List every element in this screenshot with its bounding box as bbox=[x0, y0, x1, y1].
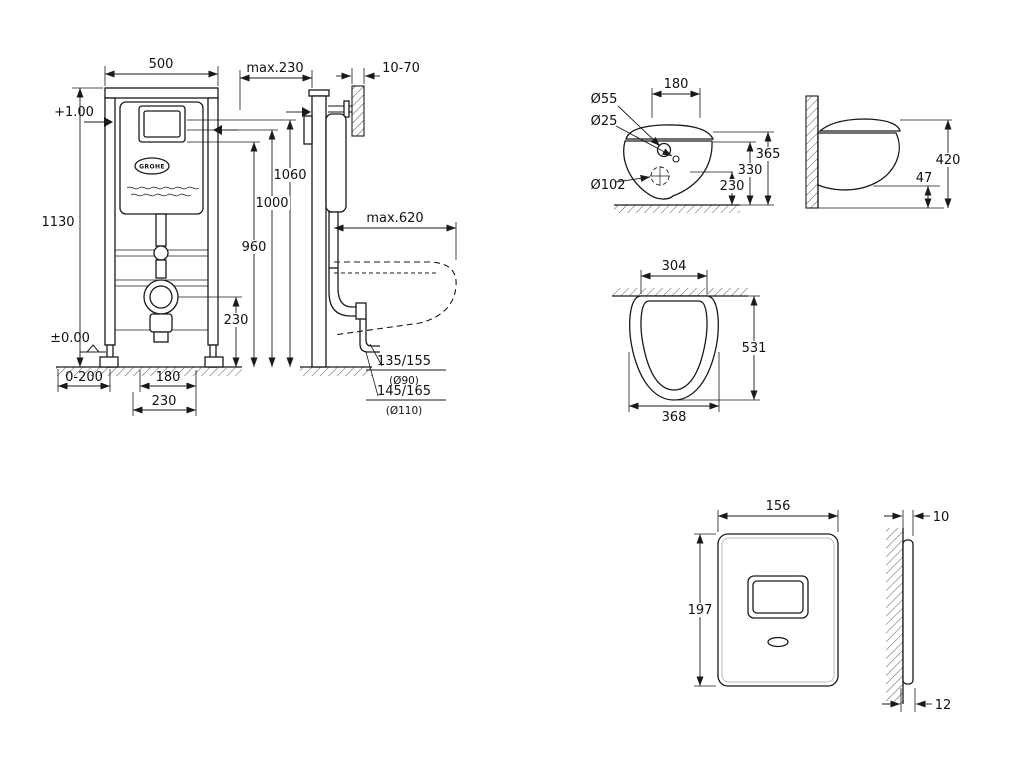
grohe-logo: GROHE bbox=[134, 157, 170, 175]
level-zero-label: ±0.00 bbox=[50, 331, 90, 346]
dim-offset-230-label: 230 bbox=[152, 394, 177, 409]
dia-55-label: Ø55 bbox=[591, 92, 618, 107]
level-flag-icon bbox=[80, 344, 106, 353]
outlet1-dia-label: (Ø90) bbox=[389, 375, 419, 387]
flush-plate-side-view: 10 12 bbox=[882, 510, 951, 713]
outlet2-label: 145/165 bbox=[377, 384, 431, 399]
dim-156-label: 156 bbox=[766, 499, 791, 514]
dim-197-label: 197 bbox=[688, 603, 713, 618]
level-flag-icon bbox=[84, 117, 113, 127]
dim-230-bowl-label: 230 bbox=[720, 179, 745, 194]
dim-47-label: 47 bbox=[916, 171, 933, 186]
dim-frame-width-label: 500 bbox=[149, 57, 174, 72]
level-flag-icon bbox=[286, 107, 311, 117]
dim-531-label: 531 bbox=[742, 341, 767, 356]
dim-365-label: 365 bbox=[756, 147, 781, 162]
dim-10-label: 10 bbox=[933, 510, 950, 525]
bowl-top-view: 304 531 368 bbox=[612, 259, 771, 425]
dia-25-label: Ø25 bbox=[591, 114, 618, 129]
dim-foot-adjust-label: 0-200 bbox=[65, 370, 103, 385]
outlet1-label: 135/155 bbox=[377, 354, 431, 369]
dim-frame-height-label: 1130 bbox=[41, 215, 74, 230]
dim-180-top-label: 180 bbox=[664, 77, 689, 92]
bowl-back-view: 420 47 bbox=[805, 95, 965, 209]
outlet2-dia-label: (Ø110) bbox=[386, 405, 423, 417]
dim-reach-label: max.620 bbox=[366, 211, 423, 226]
dim-wall-gap-label: 10-70 bbox=[382, 61, 420, 76]
dia-102-label: Ø102 bbox=[590, 178, 625, 193]
dim-12-label: 12 bbox=[935, 698, 952, 713]
height-dimensions: 1060 1000 960 bbox=[187, 119, 308, 367]
dim-420-label: 420 bbox=[936, 153, 961, 168]
dim-offset-180-label: 180 bbox=[156, 370, 181, 385]
frame-front-view: GROHE 500 1130 +1.00 ± bbox=[41, 57, 250, 416]
dim-1060-label: 1060 bbox=[273, 168, 306, 183]
frame-side-view: max.230 10-70 max.620 135/155 (Ø90) 145/… bbox=[239, 61, 457, 417]
dim-depth-label: max.230 bbox=[246, 61, 303, 76]
dim-960-label: 960 bbox=[242, 240, 267, 255]
level-top-label: +1.00 bbox=[54, 105, 94, 120]
dim-outlet-height-label: 230 bbox=[224, 313, 249, 328]
bowl-side-view: Ø55 Ø25 Ø102 180 365 330 230 bbox=[590, 77, 784, 213]
grohe-logo-text: GROHE bbox=[139, 164, 165, 171]
flush-button bbox=[747, 575, 809, 619]
flush-plate-slot bbox=[767, 636, 789, 648]
flush-plate-front-view: 156 197 bbox=[683, 499, 839, 687]
dim-368-label: 368 bbox=[662, 410, 687, 425]
dim-304-label: 304 bbox=[662, 259, 687, 274]
dim-1000-label: 1000 bbox=[255, 196, 288, 211]
dim-330-label: 330 bbox=[738, 163, 763, 178]
